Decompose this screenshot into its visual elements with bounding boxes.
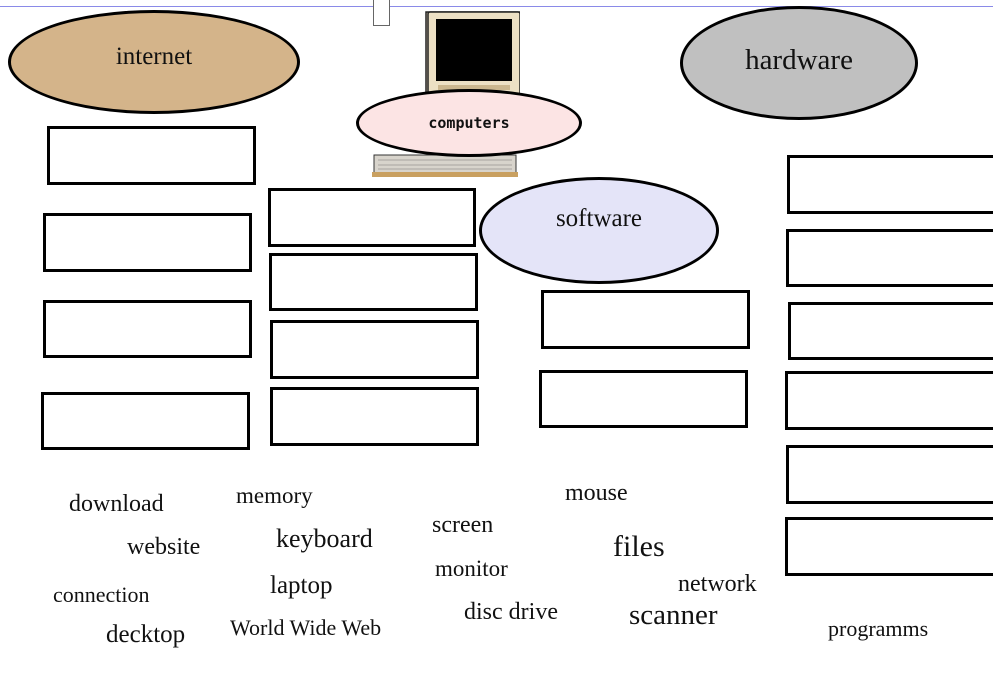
computers-label: computers: [428, 114, 510, 132]
computer-icon: [372, 11, 520, 177]
answer-box-computers-3[interactable]: [270, 320, 479, 379]
word-monitor[interactable]: monitor: [435, 556, 508, 581]
answer-box-hardware-4[interactable]: [785, 371, 993, 430]
word-download[interactable]: download: [69, 491, 164, 517]
word-world-wide-web[interactable]: World Wide Web: [230, 615, 382, 640]
software-oval: software: [479, 177, 719, 284]
word-programms[interactable]: programms: [828, 616, 929, 641]
word-keyboard[interactable]: keyboard: [276, 524, 373, 553]
answer-box-software-1[interactable]: [541, 290, 750, 349]
answer-box-internet-4[interactable]: [41, 392, 250, 450]
answer-box-computers-2[interactable]: [269, 253, 478, 311]
software-label: software: [555, 204, 643, 232]
answer-box-internet-1[interactable]: [47, 126, 256, 185]
answer-box-hardware-1[interactable]: [787, 155, 993, 214]
answer-box-computers-1[interactable]: [268, 188, 476, 247]
resize-handle[interactable]: [373, 0, 390, 26]
answer-box-hardware-3[interactable]: [788, 302, 993, 360]
answer-box-computers-4[interactable]: [270, 387, 479, 446]
word-memory[interactable]: memory: [236, 483, 313, 508]
answer-box-hardware-2[interactable]: [786, 229, 993, 287]
top-border-line: [0, 6, 993, 7]
word-scanner[interactable]: scanner: [629, 599, 718, 631]
word-mouse[interactable]: mouse: [565, 480, 628, 506]
hardware-label: hardware: [745, 43, 853, 76]
computers-oval: computers: [356, 89, 582, 157]
answer-box-hardware-5[interactable]: [786, 445, 993, 504]
word-screen[interactable]: screen: [432, 512, 494, 538]
word-network[interactable]: network: [678, 571, 757, 597]
answer-box-internet-3[interactable]: [43, 300, 252, 358]
word-decktop[interactable]: decktop: [106, 621, 186, 648]
answer-box-hardware-6[interactable]: [785, 517, 993, 576]
internet-oval: internet: [8, 10, 300, 114]
word-website[interactable]: website: [127, 534, 201, 560]
hardware-oval: hardware: [680, 6, 918, 120]
internet-label: internet: [115, 43, 193, 70]
answer-box-internet-2[interactable]: [43, 213, 252, 272]
answer-box-software-2[interactable]: [539, 370, 748, 428]
word-connection[interactable]: connection: [53, 582, 150, 607]
word-laptop[interactable]: laptop: [270, 572, 333, 599]
word-disc-drive[interactable]: disc drive: [464, 599, 558, 625]
word-files[interactable]: files: [613, 530, 665, 563]
